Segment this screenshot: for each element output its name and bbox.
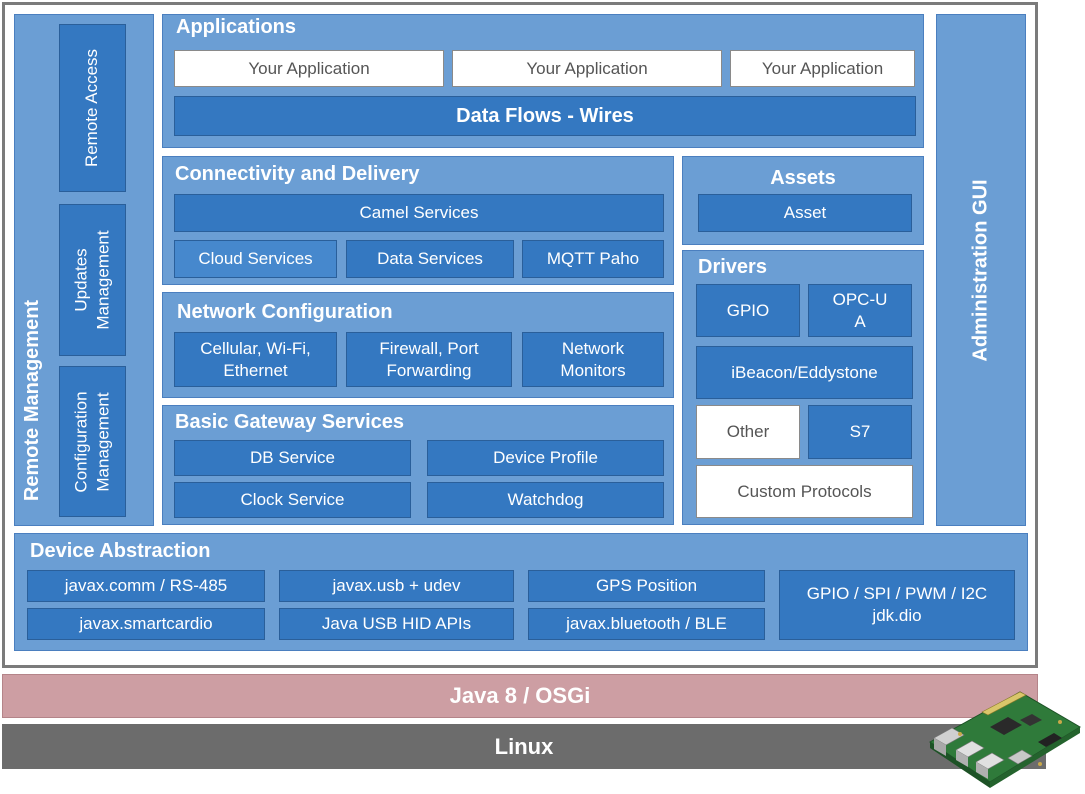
connectivity-title: Connectivity and Delivery xyxy=(175,163,420,185)
clock-service-box: Clock Service xyxy=(174,482,411,518)
gpio-spi-pwm-i2c-box: GPIO / SPI / PWM / I2C jdk.dio xyxy=(779,570,1015,640)
basic-gateway-services-title: Basic Gateway Services xyxy=(175,411,405,433)
updates-management-box: Updates Management xyxy=(59,204,126,356)
camel-services-box: Camel Services xyxy=(174,194,664,232)
gps-position-box: GPS Position xyxy=(528,570,765,602)
javax-comm-box: javax.comm / RS-485 xyxy=(27,570,265,602)
data-services-box: Data Services xyxy=(346,240,514,278)
s7-driver-box: S7 xyxy=(808,405,912,459)
jdk-dio-label: jdk.dio xyxy=(872,606,922,625)
watchdog-box: Watchdog xyxy=(427,482,664,518)
remote-access-box: Remote Access xyxy=(59,24,126,192)
linux-layer: Linux xyxy=(2,724,1046,769)
ibeacon-eddystone-driver-box: iBeacon/Eddystone xyxy=(696,346,913,399)
assets-title: Assets xyxy=(770,167,836,189)
gpio-spi-pwm-i2c-label: GPIO / SPI / PWM / I2C xyxy=(806,584,988,603)
applications-title: Applications xyxy=(176,16,297,38)
cellular-wifi-ethernet-box: Cellular, Wi-Fi, Ethernet xyxy=(174,332,337,387)
raspberry-pi-board-image xyxy=(920,672,1085,789)
db-service-box: DB Service xyxy=(174,440,411,476)
remote-management-title: Remote Management xyxy=(21,299,44,501)
custom-protocols-driver-box: Custom Protocols xyxy=(696,465,913,518)
java-osgi-layer: Java 8 / OSGi xyxy=(2,674,1038,718)
firewall-port-forwarding-box: Firewall, Port Forwarding xyxy=(346,332,512,387)
device-profile-box: Device Profile xyxy=(427,440,664,476)
gpio-driver-box: GPIO xyxy=(696,284,800,337)
configuration-management-box: Configuration Management xyxy=(59,366,126,517)
javax-bluetooth-box: javax.bluetooth / BLE xyxy=(528,608,765,640)
cloud-services-box: Cloud Services xyxy=(174,240,337,278)
javax-smartcardio-box: javax.smartcardio xyxy=(27,608,265,640)
network-configuration-title: Network Configuration xyxy=(177,301,393,323)
your-application-box-2: Your Application xyxy=(452,50,722,87)
java-usb-hid-box: Java USB HID APIs xyxy=(279,608,514,640)
device-abstraction-title: Device Abstraction xyxy=(30,540,211,562)
your-application-box-3: Your Application xyxy=(730,50,915,87)
data-flows-box: Data Flows - Wires xyxy=(174,96,916,136)
mqtt-paho-box: MQTT Paho xyxy=(522,240,664,278)
administration-gui-panel: Administration GUI xyxy=(936,14,1026,526)
other-driver-box: Other xyxy=(696,405,800,459)
javax-usb-box: javax.usb + udev xyxy=(279,570,514,602)
your-application-box-1: Your Application xyxy=(174,50,444,87)
drivers-title: Drivers xyxy=(698,256,767,278)
opc-ua-driver-box: OPC-UA xyxy=(808,284,912,337)
network-monitors-box: Network Monitors xyxy=(522,332,664,387)
asset-box: Asset xyxy=(698,194,912,232)
